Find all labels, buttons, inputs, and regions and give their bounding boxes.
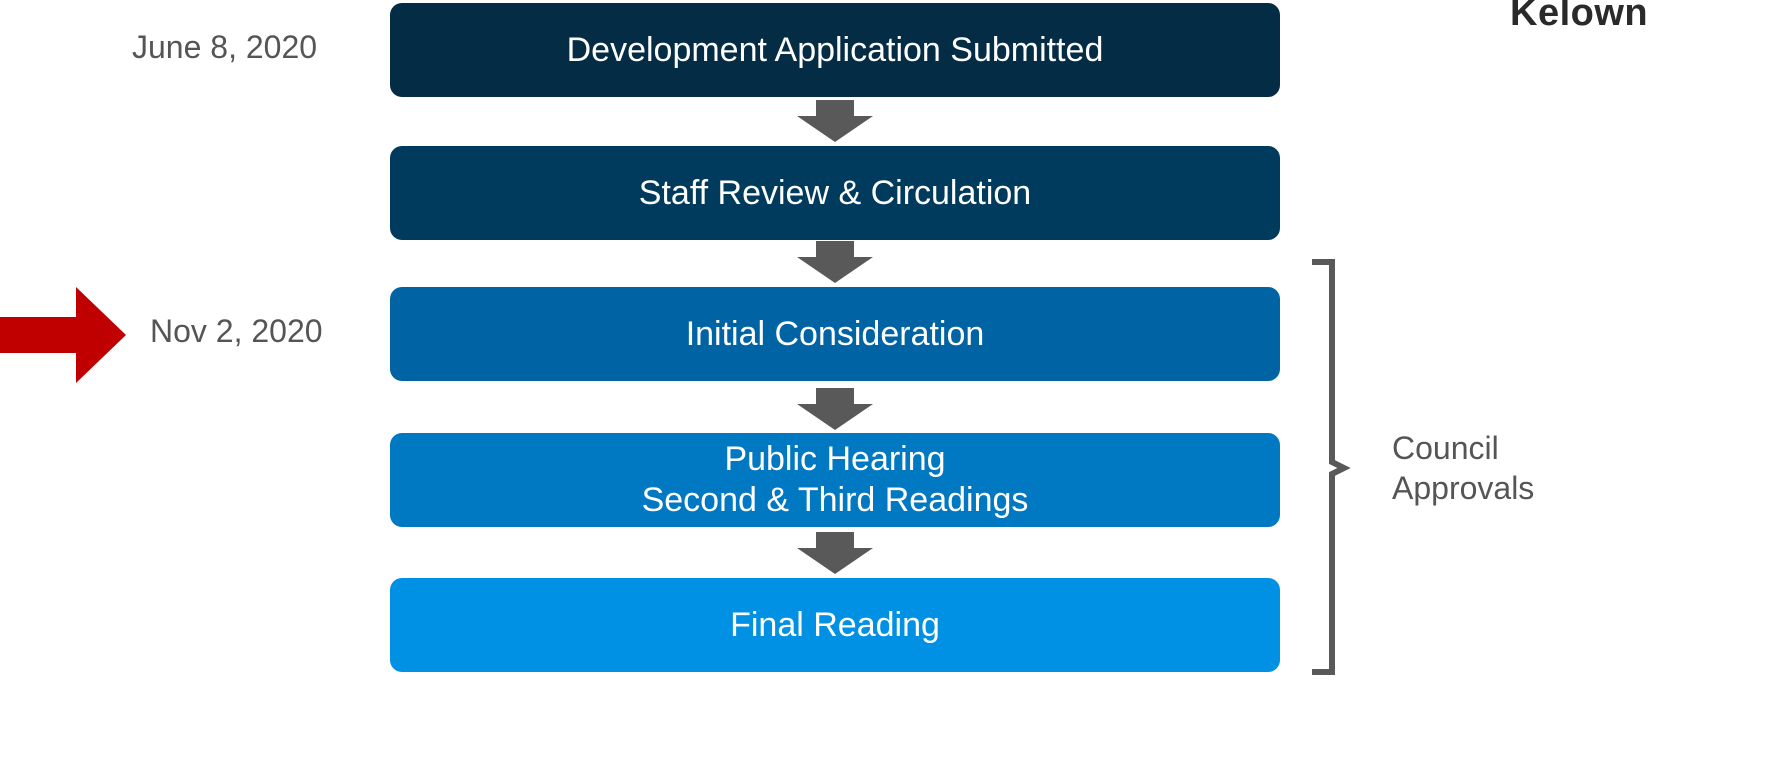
- step-staff-review-circulation: Staff Review & Circulation: [390, 146, 1280, 240]
- step-final-reading: Final Reading: [390, 578, 1280, 672]
- council-label-line2: Approvals: [1392, 470, 1535, 506]
- council-approvals-bracket: [1308, 258, 1356, 678]
- council-label-line1: Council: [1392, 430, 1499, 466]
- brand-logo-text: Kelown: [1510, 0, 1649, 34]
- step-label: Final Reading: [730, 605, 940, 644]
- down-arrow-icon: [795, 241, 875, 283]
- step-public-hearing: Public Hearing Second & Third Readings: [390, 433, 1280, 527]
- step-label: Initial Consideration: [685, 314, 985, 353]
- down-arrow-icon: [795, 388, 875, 430]
- down-arrow-icon: [795, 532, 875, 574]
- step-development-application-submitted: Development Application Submitted: [390, 3, 1280, 97]
- date-submitted: June 8, 2020: [132, 29, 318, 65]
- step-initial-consideration: Initial Consideration: [390, 287, 1280, 381]
- down-arrow-icon: [795, 100, 875, 142]
- step-label-line2: Second & Third Readings: [641, 481, 1029, 519]
- date-initial-consideration: Nov 2, 2020: [150, 313, 323, 349]
- step-label: Development Application Submitted: [566, 30, 1104, 69]
- step-label: Staff Review & Circulation: [638, 173, 1032, 212]
- current-step-arrow-icon: [0, 287, 126, 383]
- step-label-line1: Public Hearing: [724, 440, 946, 479]
- council-approvals-label: Council Approvals: [1392, 428, 1534, 508]
